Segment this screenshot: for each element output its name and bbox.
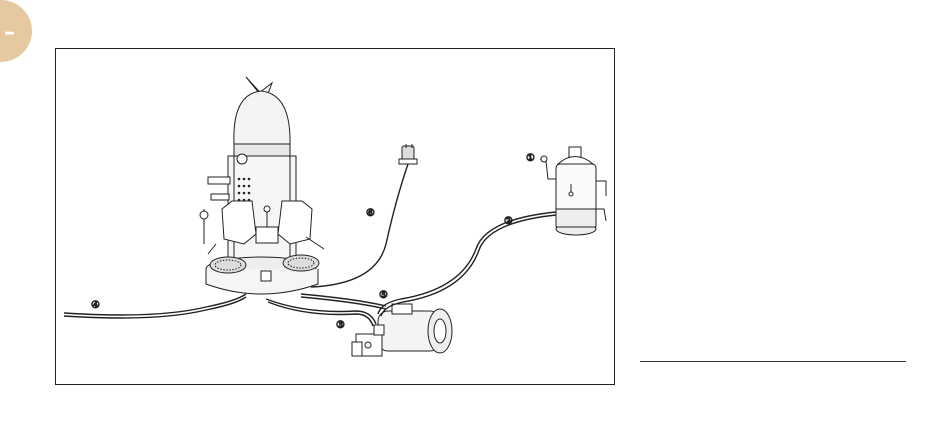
callout-3: ③ bbox=[336, 320, 345, 331]
hoses bbox=[64, 164, 556, 326]
callout-5: ⑤ bbox=[379, 290, 388, 301]
pump bbox=[352, 304, 452, 356]
callout-2: ② bbox=[504, 216, 513, 227]
page-tab-mark: – bbox=[4, 20, 15, 45]
caption-rule bbox=[640, 361, 906, 362]
callout-4: ④ bbox=[91, 300, 100, 311]
installation-diagram: ① ② ③ ④ ⑤ ⑥ bbox=[56, 49, 616, 386]
figure-frame: ① ② ③ ④ ⑤ ⑥ bbox=[55, 48, 615, 385]
plug bbox=[399, 144, 417, 164]
callout-6: ⑥ bbox=[366, 208, 375, 219]
page-tab: – bbox=[0, 0, 32, 62]
water-filter bbox=[540, 147, 606, 235]
callout-1: ① bbox=[526, 153, 535, 164]
coffee-machine bbox=[200, 77, 324, 294]
